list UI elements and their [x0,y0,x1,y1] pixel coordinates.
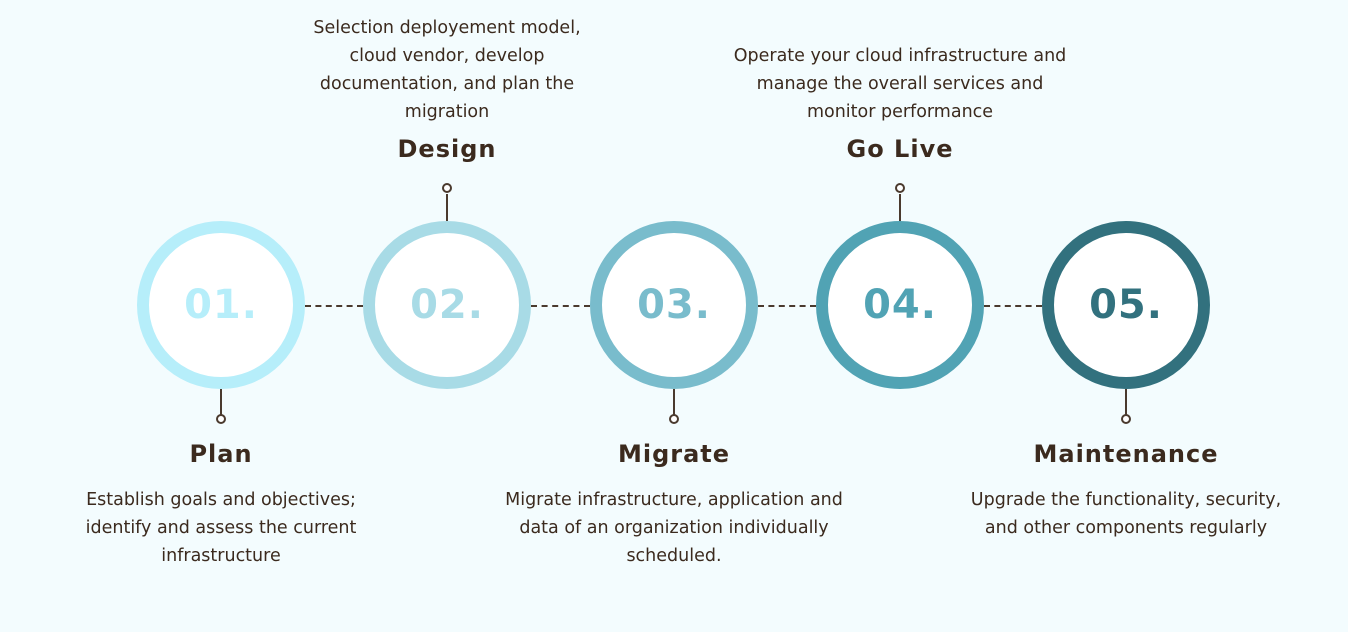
step-circle-4: 04. [816,221,984,389]
connector-dash [305,305,363,307]
connector-knob-icon [1121,414,1131,424]
step-description: Operate your cloud infrastructure and ma… [733,46,1067,122]
step-circle-3: 03. [590,221,758,389]
connector-dash [984,305,1042,307]
step-description: Upgrade the functionality, security, and… [970,490,1282,538]
connector-stem [899,194,901,221]
step-number: 01. [184,282,258,328]
connector-stem [1125,389,1127,415]
step-circle-2: 02. [363,221,531,389]
step-description: Establish goals and objectives; identify… [85,490,357,566]
step-number: 02. [410,282,484,328]
step-number: 03. [637,282,711,328]
step-title: Migrate [617,440,731,468]
connector-knob-icon [216,414,226,424]
connector-knob-icon [669,414,679,424]
connector-stem [673,389,675,415]
step-description: Migrate infrastructure, application and … [505,490,843,566]
step-number: 05. [1089,282,1163,328]
step-title: Maintenance [1033,440,1219,468]
step-circle-1: 01. [137,221,305,389]
connector-knob-icon [442,183,452,193]
step-number: 04. [863,282,937,328]
step-title: Plan [189,440,253,468]
step-description: Selection deployement model, cloud vendo… [313,18,581,122]
connector-stem [220,389,222,415]
step-circle-5: 05. [1042,221,1210,389]
connector-dash [758,305,816,307]
step-title: Go Live [846,135,954,163]
connector-stem [446,194,448,221]
connector-knob-icon [895,183,905,193]
connector-dash [531,305,590,307]
step-title: Design [397,135,497,163]
